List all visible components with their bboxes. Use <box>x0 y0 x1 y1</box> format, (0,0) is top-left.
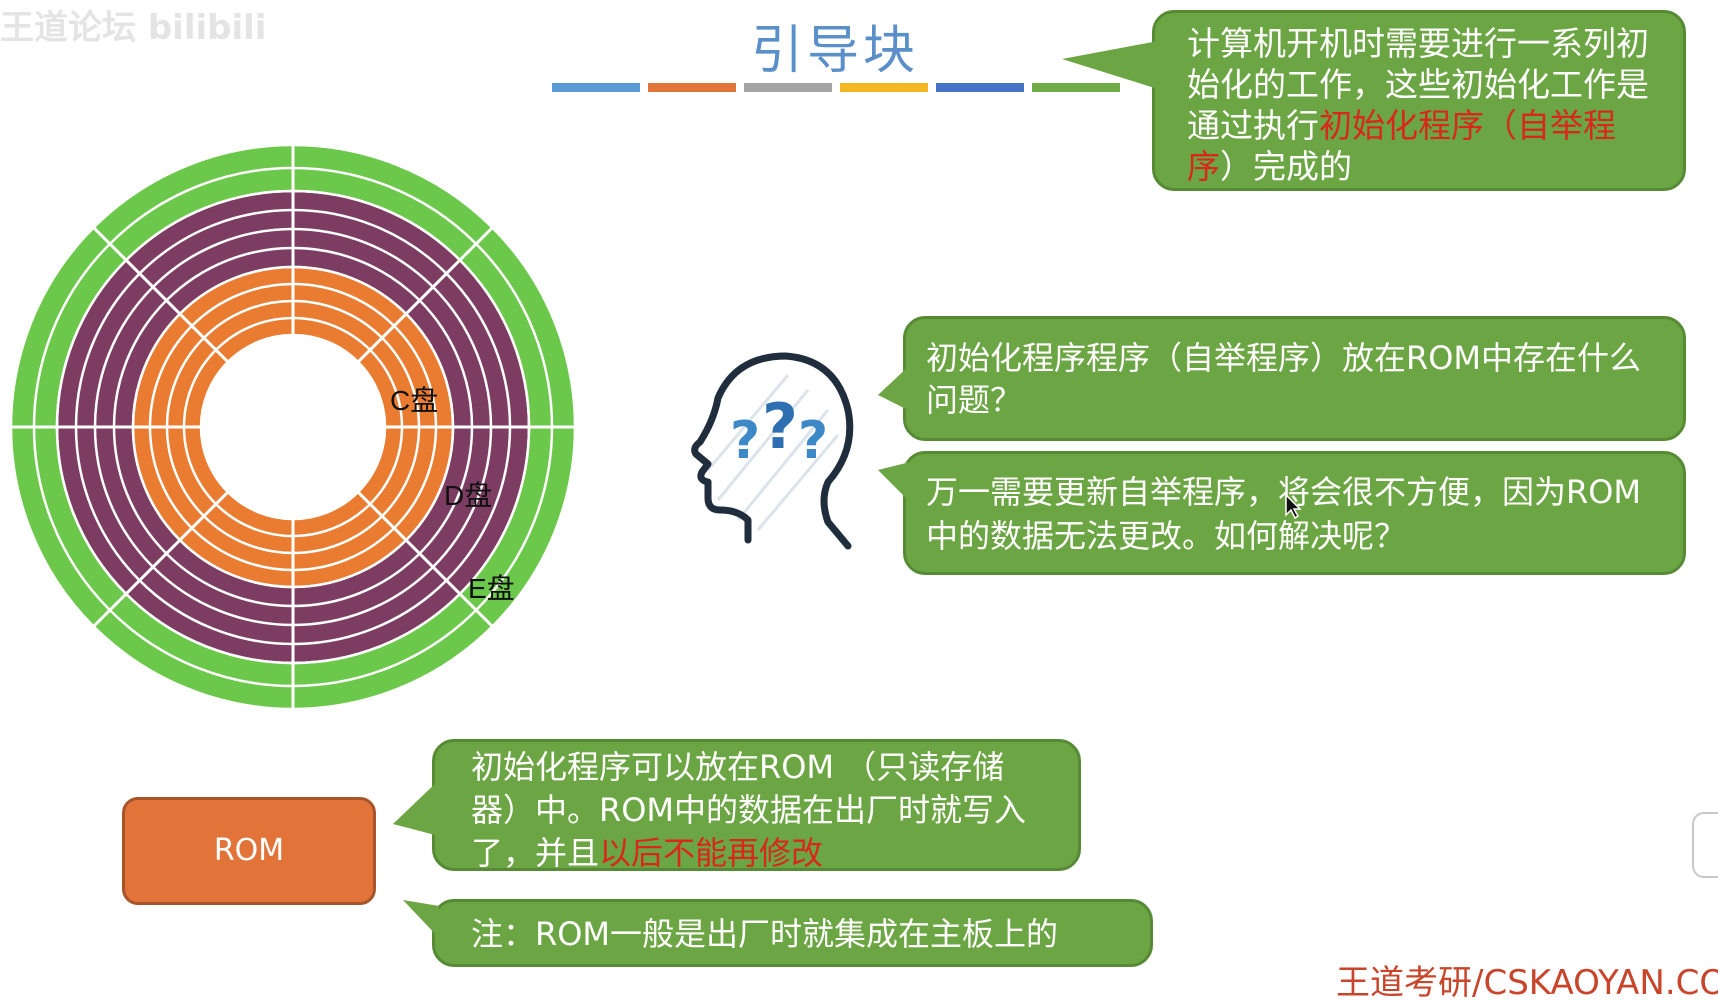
video-watermark: 王道论坛 bilibili <box>0 8 267 48</box>
title-bar <box>936 83 1024 92</box>
rom-question-text: 初始化程序程序（自举程序）放在ROM中存在什么问题？ <box>926 339 1642 419</box>
thinking-head-icon: ? ? ? <box>691 352 854 550</box>
disk-sector-line <box>91 225 230 364</box>
disk-label-e: E盘 <box>468 573 515 604</box>
disk-diagram: C盘 D盘 E盘 <box>9 143 577 711</box>
side-widget[interactable] <box>1692 812 1718 878</box>
title-bar <box>1032 83 1120 92</box>
boot-intro-bubble: 计算机开机时需要进行一系列初始化的工作，这些初始化工作是通过执行初始化程序（自举… <box>1062 10 1686 191</box>
slide-title: 引导块 <box>750 21 919 81</box>
title-underline-bars <box>552 83 1120 92</box>
rom-explain-bubble: 初始化程序可以放在ROM （只读存储器）中。ROM中的数据在出厂时就写入了，并且… <box>393 739 1081 872</box>
rom-note-text: 注：ROM一般是出厂时就集成在主板上的 <box>471 915 1059 953</box>
rom-box: ROM <box>122 797 376 905</box>
svg-text:?: ? <box>798 411 828 471</box>
title-bar <box>840 83 928 92</box>
boot-intro-text: 计算机开机时需要进行一系列初始化的工作，这些初始化工作是通过执行 <box>1187 24 1649 145</box>
rom-question-bubble: 初始化程序程序（自举程序）放在ROM中存在什么问题？ <box>878 316 1686 441</box>
bubble-tail <box>1062 41 1158 89</box>
disk-spindle-hole <box>201 335 385 519</box>
rom-problem-bubble: 万一需要更新自举程序，将会很不方便，因为ROM中的数据无法更改。如何解决呢？ <box>878 451 1686 575</box>
boot-intro-highlight: 初始化程序（自举程序 <box>1187 106 1616 186</box>
bubble-tail <box>393 780 439 836</box>
bubble-tail <box>403 900 439 938</box>
title-bar <box>552 83 640 92</box>
rom-note-bubble: 注：ROM一般是出厂时就集成在主板上的 <box>403 899 1153 967</box>
rom-explain-text: 初始化程序可以放在ROM （只读存储器）中。ROM中的数据在出厂时就写入了，并且 <box>471 748 1027 872</box>
disk-label-c: C盘 <box>390 385 438 416</box>
rom-problem-text: 万一需要更新自举程序，将会很不方便，因为ROM中的数据无法更改。如何解决呢？ <box>926 473 1642 555</box>
mouse-cursor-icon <box>1285 493 1302 519</box>
bubble-tail <box>878 365 910 411</box>
bubble-tail <box>878 462 910 502</box>
disk-sector-line <box>356 225 495 364</box>
disk-sector-line <box>91 490 230 629</box>
rom-explain-highlight: 以后不能再修改 <box>599 834 824 872</box>
title-bar <box>648 83 736 92</box>
boot-intro-text-end: ）完成的 <box>1220 147 1352 186</box>
disk-sector-line <box>356 490 495 629</box>
disk-label-d: D盘 <box>444 480 492 511</box>
disk-sector-lines <box>9 143 577 711</box>
title-bar <box>744 83 832 92</box>
svg-text:?: ? <box>730 411 760 471</box>
svg-text:?: ? <box>762 390 798 463</box>
